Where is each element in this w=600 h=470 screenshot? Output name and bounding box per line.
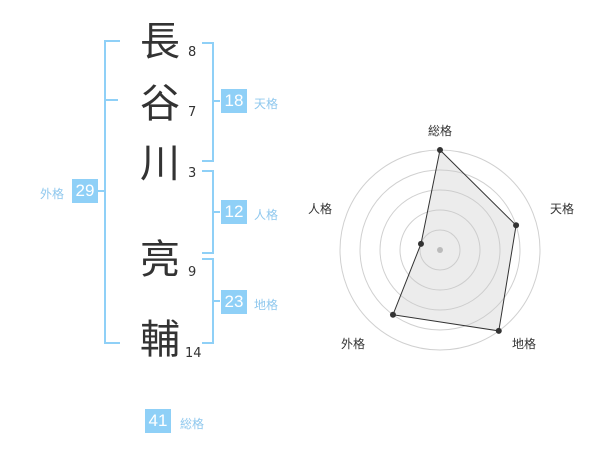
radar-ring (399, 209, 481, 291)
radar-axis-label: 地格 (511, 337, 536, 351)
chikaku-tick (214, 300, 220, 302)
radar-ring (419, 229, 461, 271)
gaikaku-bracket (104, 40, 120, 344)
jinkaku-score: 12 (221, 200, 247, 224)
radar-axis-label: 総格 (427, 124, 452, 138)
stroke-count: 7 (188, 105, 197, 120)
name-char: 川 (140, 141, 180, 187)
jinkaku-bracket (202, 170, 214, 254)
radar-axis-label: 外格 (340, 337, 365, 351)
radar-area (392, 148, 517, 332)
chikaku-bracket (202, 258, 214, 344)
radar-point (513, 222, 520, 229)
tenkaku-tick (214, 100, 220, 102)
gaikaku-score: 29 (72, 179, 98, 203)
soukaku-score: 41 (145, 409, 171, 433)
chikaku-label: 地格 (254, 298, 279, 312)
stroke-count: 9 (188, 265, 197, 280)
radar-chart (339, 147, 541, 351)
soukaku-label: 総格 (180, 417, 205, 431)
name-char: 谷 (140, 81, 180, 127)
radar-axis-label: 人格 (307, 202, 332, 216)
name-char: 輔 (140, 317, 180, 363)
radar-point (417, 240, 424, 247)
tenkaku-bracket (202, 42, 214, 162)
tenkaku-label: 天格 (254, 97, 279, 111)
tenkaku-score: 18 (221, 89, 247, 113)
radar-ring (379, 189, 501, 311)
radar-axis-label: 天格 (549, 202, 574, 216)
chikaku-score: 23 (221, 290, 247, 314)
name-char: 長 (140, 19, 180, 65)
radar-point (389, 311, 396, 318)
radar-point (437, 147, 443, 153)
radar-ring (359, 169, 521, 331)
name-char: 亮 (140, 237, 180, 283)
jinkaku-tick (214, 211, 220, 213)
jinkaku-label: 人格 (254, 208, 279, 222)
stroke-count: 8 (188, 45, 197, 60)
radar-center (437, 247, 443, 253)
radar-point (495, 327, 502, 334)
stroke-count: 14 (185, 346, 202, 361)
gaikaku-bracket-mid (104, 99, 118, 101)
gaikaku-tick (98, 190, 104, 192)
gaikaku-label: 外格 (40, 187, 65, 201)
stroke-count: 3 (188, 166, 197, 181)
